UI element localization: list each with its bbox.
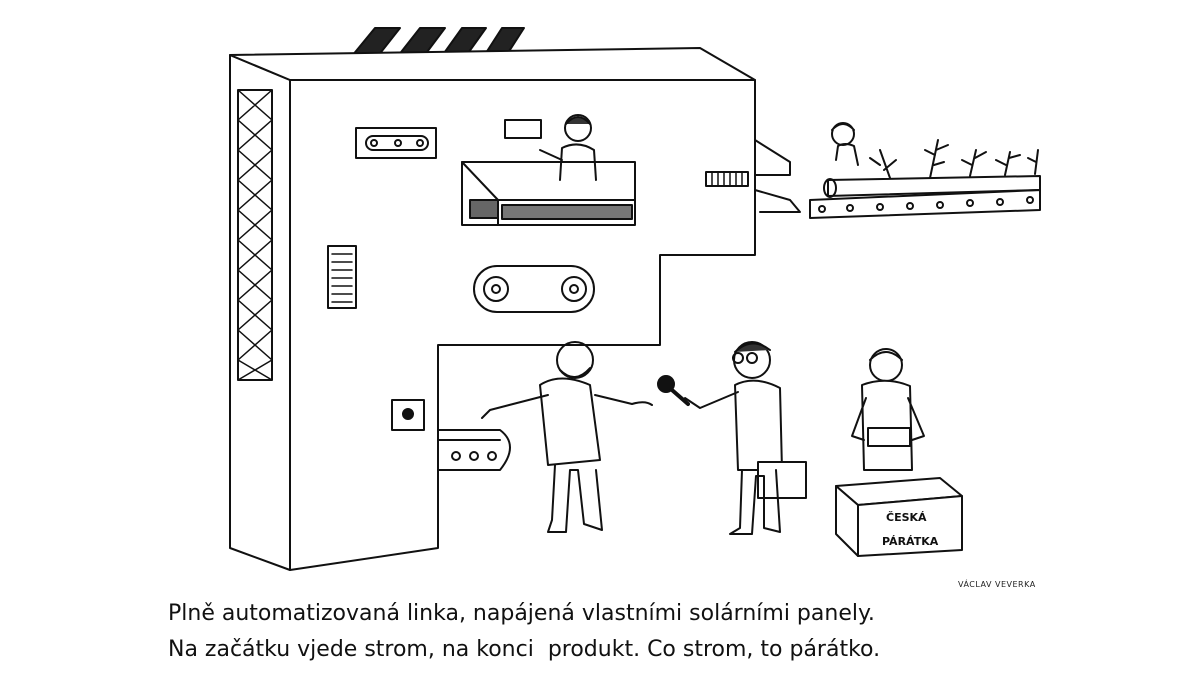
toothpick-box: ČESKÁ PÁRÁTKA <box>835 477 963 557</box>
box-label-bottom: PÁRÁTKA <box>882 535 939 548</box>
factory-machine <box>229 47 801 571</box>
reporter-figure <box>657 341 807 535</box>
box-label-top: ČESKÁ <box>886 511 927 524</box>
worker-figure <box>851 348 925 471</box>
caption-line-1: Plně automatizovaná linka, napájená vlas… <box>168 601 875 626</box>
cartoon-caption: Plně automatizovaná linka, napájená vlas… <box>168 596 880 668</box>
solar-panels <box>351 27 525 75</box>
author-signature: VÁCLAV VEVERKA <box>958 580 1036 589</box>
factory-cartoon-illustration: ČESKÁ PÁRÁTKA <box>229 27 1041 571</box>
manager-figure <box>481 341 653 533</box>
incoming-tree-conveyor <box>809 122 1041 219</box>
caption-line-2: Na začátku vjede strom, na konci produkt… <box>168 637 881 662</box>
